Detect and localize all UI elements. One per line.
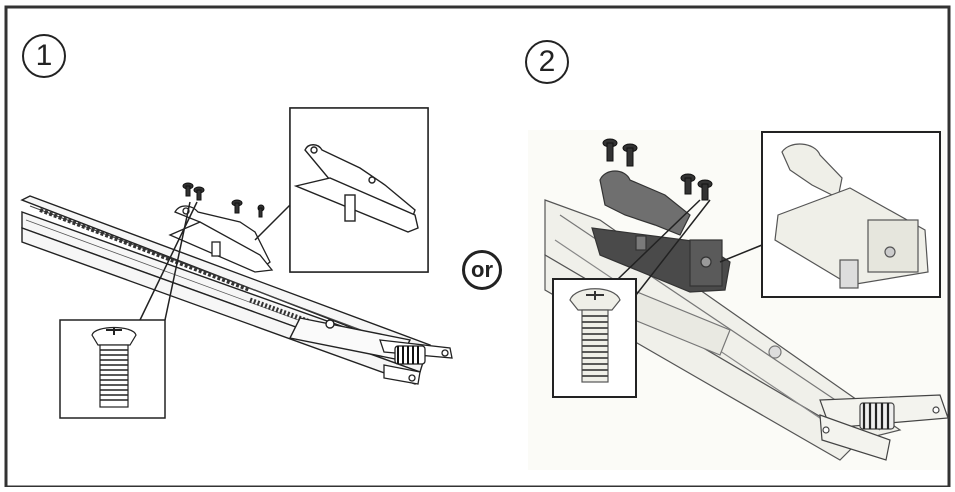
bracket-icon <box>591 170 731 293</box>
screw-icon <box>91 326 137 408</box>
spring-icon <box>819 394 949 461</box>
or-separator: or <box>462 250 502 290</box>
step-2-badge: 2 <box>525 40 569 84</box>
screw-icon <box>569 288 621 383</box>
panel-2: 2 <box>525 40 949 470</box>
bracket-icon <box>168 205 274 273</box>
inset-screw-detail-2 <box>552 199 711 398</box>
spring-icon <box>379 339 453 385</box>
inset-screw-detail-1 <box>59 201 198 419</box>
step-1-badge: 1 <box>22 34 66 78</box>
screw-icon <box>602 138 713 201</box>
rail-icon <box>20 195 431 385</box>
inset-bracket-detail <box>254 107 429 273</box>
panel-1: 1 <box>20 34 453 419</box>
inset-bracket-detail-2 <box>719 131 941 298</box>
screw-icon <box>182 182 265 218</box>
